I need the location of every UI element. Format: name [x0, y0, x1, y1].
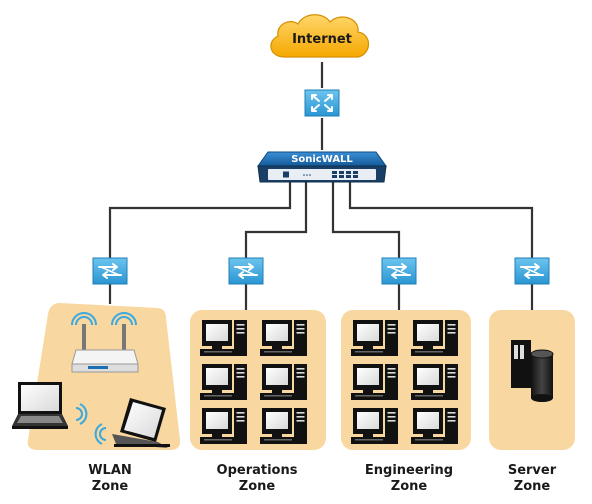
workstation: [200, 364, 247, 400]
workstation: [411, 364, 458, 400]
internet-label: Internet: [292, 32, 352, 47]
zone-suffix: Zone: [238, 479, 276, 494]
zone-name: Engineering: [364, 463, 454, 478]
switch-operations: [228, 257, 264, 285]
firewall-ports: [303, 171, 358, 178]
network-cables: [108, 62, 534, 310]
workstation: [260, 408, 307, 444]
workstation: [351, 320, 398, 356]
zone-name: Operations: [216, 463, 298, 478]
internet-router: [304, 89, 340, 117]
zone-label-server: Server Zone: [472, 463, 592, 495]
workstation: [411, 408, 458, 444]
internet-cloud: Internet: [270, 14, 370, 58]
wireless-access-point: [71, 312, 139, 373]
switch-server: [514, 257, 550, 285]
zone-suffix: Zone: [390, 479, 428, 494]
zone-suffix: Zone: [513, 479, 551, 494]
zone-label-operations: Operations Zone: [197, 463, 317, 495]
zone-label-engineering: Engineering Zone: [349, 463, 469, 495]
server-icon: [511, 340, 554, 402]
wireless-signal-icon: [75, 403, 107, 445]
workstation: [351, 408, 398, 444]
zone-name: Server: [507, 463, 557, 478]
zone-name: WLAN: [88, 463, 132, 478]
switch-wlan: [92, 257, 128, 285]
switch-engineering: [381, 257, 417, 285]
workstation: [351, 364, 398, 400]
workstation: [200, 320, 247, 356]
workstation: [260, 364, 307, 400]
laptop-1: [12, 382, 68, 429]
workstation: [411, 320, 458, 356]
laptop-2: [112, 398, 170, 448]
zone-label-wlan: WLAN Zone: [50, 463, 170, 495]
workstation: [260, 320, 307, 356]
firewall-label: SonicWALL: [291, 154, 353, 165]
workstation: [200, 408, 247, 444]
sonicwall-firewall: SonicWALL: [257, 151, 387, 183]
zone-suffix: Zone: [91, 479, 129, 494]
